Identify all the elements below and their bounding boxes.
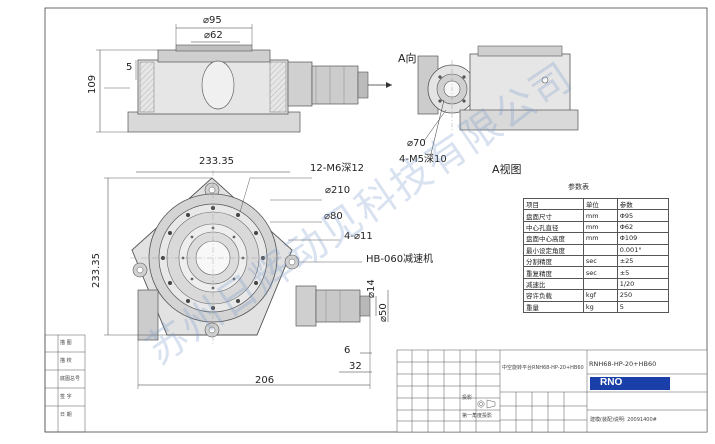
dim-d80: ⌀80 (324, 211, 343, 222)
table-cell: mm (582, 220, 618, 234)
stamp-label: 签 字 (60, 394, 72, 400)
table-cell: 项目 (523, 197, 584, 211)
dim-d62: ⌀62 (204, 30, 223, 41)
dim-m6: 12-M6深12 (310, 163, 365, 174)
table-cell: 减速比 (523, 277, 584, 291)
table-cell: Φ62 (616, 220, 670, 234)
title-note: 建模(装配)说明: 20091400# (590, 417, 657, 423)
table-cell: mm (582, 209, 618, 222)
table-cell: ±25 (616, 254, 670, 268)
table-row: 重复精度 sec ±5 (523, 266, 670, 279)
dim-m5: 4-M5深10 (399, 154, 447, 165)
table-cell (582, 277, 618, 291)
table-cell: sec (582, 254, 618, 268)
table-row: 最小设定角度 0.001° (523, 243, 670, 256)
dim-d14: ⌀14 (366, 279, 377, 298)
table-cell: ±5 (616, 266, 670, 279)
title-mark-1: 投影 (462, 395, 473, 401)
part-name: 中空旋转平台RNH68-HP-20+HB60 (502, 365, 584, 371)
table-cell: kg (582, 300, 618, 313)
table-cell: 重复精度 (523, 266, 584, 279)
table-cell: 盘面中心高度 (523, 232, 584, 245)
stamp-label: 描 图 (60, 340, 72, 346)
table-cell: 盘面尺寸 (523, 209, 584, 222)
dim-d50: ⌀50 (378, 303, 389, 322)
table-row: 盘面尺寸 mm Φ95 (523, 209, 670, 222)
table-row: 容许负载 kgf 250 (523, 289, 670, 302)
model-number: RNH68-HP-20+HB60 (589, 360, 657, 368)
table-cell: 参数 (616, 197, 670, 211)
dim-d70: ⌀70 (407, 138, 426, 149)
table-row: 盘面中心高度 mm Φ109 (523, 232, 670, 245)
table-cell: 中心孔直径 (523, 220, 584, 234)
dim-h109: 109 (87, 74, 98, 94)
dim-206: 206 (255, 375, 275, 386)
label-reducer: HB-060减速机 (366, 254, 434, 265)
left-stamp-block (44, 334, 86, 433)
table-cell: 单位 (582, 197, 618, 211)
table-cell: 最小设定角度 (523, 243, 584, 256)
sheet-frame (44, 7, 708, 433)
side-view (96, 24, 392, 133)
table-cell: 1/20 (616, 277, 670, 291)
top-view (104, 170, 389, 389)
stamp-label: 底图总号 (60, 376, 81, 382)
view-label-a: A向 (398, 52, 417, 65)
table-row: 中心孔直径 mm Φ62 (523, 220, 670, 234)
param-table: 项目 单位 参数 盘面尺寸 mm Φ95 中心孔直径 mm Φ62 盘面中心高度… (523, 197, 670, 313)
dim-d95: ⌀95 (203, 15, 222, 26)
table-cell: Φ95 (616, 209, 670, 222)
title-block (396, 349, 708, 433)
dim-d210: ⌀210 (325, 185, 351, 196)
table-cell: 分割精度 (523, 254, 584, 268)
logo-box (590, 377, 670, 390)
dim-233-top: 233.35 (199, 156, 234, 167)
dim-6: 6 (344, 345, 351, 356)
table-cell: 重量 (523, 300, 584, 313)
a-view-title: A视图 (492, 163, 522, 176)
table-cell: 0.001° (616, 243, 670, 256)
table-cell: kgf (582, 289, 618, 302)
title-mark-2: 第一角度投影 (462, 413, 493, 419)
a-view (417, 45, 579, 159)
dim-32: 32 (349, 361, 362, 372)
company-logo: RNO (600, 377, 623, 388)
stamp-label: 日 期 (60, 412, 72, 418)
table-cell: Φ109 (616, 232, 670, 245)
table-row: 减速比 1/20 (523, 277, 670, 291)
dim-d11: 4-⌀11 (344, 231, 373, 242)
dim-233-left: 233.35 (91, 253, 102, 288)
table-cell: 250 (616, 289, 670, 302)
table-cell (582, 243, 618, 256)
table-cell: 5 (616, 300, 670, 313)
param-table-title: 参数表 (568, 183, 589, 191)
stamp-label: 描 校 (60, 358, 72, 364)
table-cell: sec (582, 266, 618, 279)
dim-h5: 5 (126, 62, 133, 73)
table-row: 重量 kg 5 (523, 300, 670, 313)
table-cell: mm (582, 232, 618, 245)
table-row: 项目 单位 参数 (523, 197, 670, 211)
table-row: 分割精度 sec ±25 (523, 254, 670, 268)
table-cell: 容许负载 (523, 289, 584, 302)
